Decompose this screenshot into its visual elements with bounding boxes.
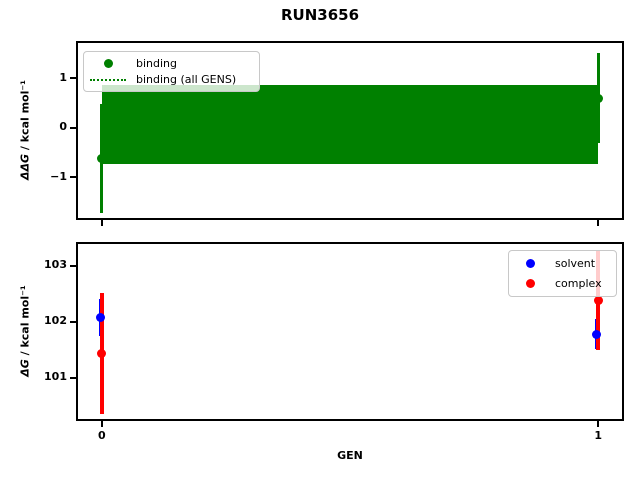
legend-dotted-line-icon [88,78,128,81]
binding-data-point-marker [97,153,107,163]
all-gens-dotted-line [101,123,599,126]
x-tick-mark [100,220,103,226]
y-tick-label: 103 [44,258,67,272]
legend-label: binding [136,56,178,70]
solvent-data-point-marker [592,329,602,339]
top-y-axis-label-units: / kcal mol⁻¹ [18,79,32,154]
bottom-y-axis-label: ΔG / kcal mol⁻¹ [19,285,32,377]
legend-dot-icon [525,259,535,269]
solvent-data-point-marker [95,312,105,322]
legend-item: binding [88,55,255,72]
y-tick-mark [70,376,76,379]
top-plot-axes [76,41,624,220]
x-tick-label: 0 [97,429,106,442]
y-tick-label: 101 [44,370,67,384]
legend: solvent complex [508,250,617,297]
binding-data-point-marker [593,93,603,103]
bottom-plot-axes [76,242,624,421]
x-tick-mark [597,220,600,226]
y-tick-mark [70,176,76,179]
y-tick-label: −1 [50,169,67,183]
legend-dotted-line-icon [90,78,126,81]
y-tick-mark [70,320,76,323]
legend-label: solvent [555,257,596,271]
legend-dot-icon [103,58,113,68]
legend-item: solvent [513,254,612,274]
legend-dot-icon [88,58,128,68]
legend-dot-icon [513,278,547,288]
complex-data-point-marker [97,349,107,359]
y-tick-label: 0 [59,120,67,134]
x-tick-label: 1 [594,429,602,442]
complex-data-point-marker [593,296,603,305]
y-tick-label: 102 [44,314,67,328]
x-tick-mark [100,421,103,427]
x-axis-label: GEN [337,449,363,462]
legend-item: binding (all GENS) [88,72,255,89]
legend-item: complex [513,274,612,294]
x-tick-mark [597,421,600,427]
figure-title: RUN3656 [280,6,360,24]
legend-label: complex [555,276,602,290]
y-tick-mark [70,77,76,80]
legend-dot-icon [513,259,547,269]
legend-label: binding (all GENS) [136,73,237,87]
y-tick-mark [70,126,76,129]
legend: binding binding (all GENS) [83,51,260,92]
y-tick-label: 1 [59,70,67,84]
legend-dot-icon [525,278,535,288]
y-tick-mark [70,264,76,267]
